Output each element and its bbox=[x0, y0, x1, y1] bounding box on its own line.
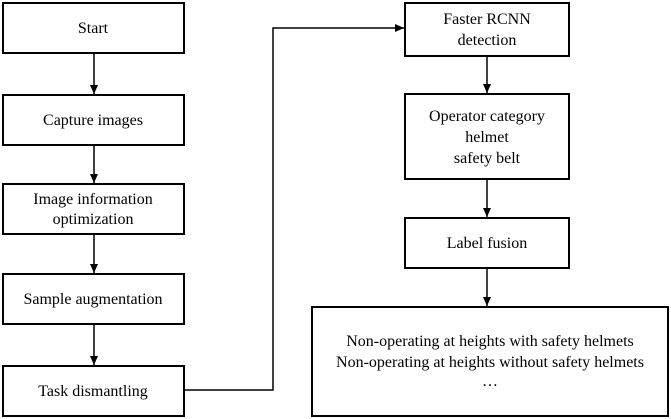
node-image-optimization: Image information optimization bbox=[2, 183, 185, 235]
node-label-fusion: Label fusion bbox=[404, 217, 570, 269]
node-task-dismantling: Task dismantling bbox=[2, 365, 185, 417]
node-faster-rcnn-line-2: detection bbox=[458, 32, 517, 49]
node-capture-images: Capture images bbox=[2, 94, 185, 146]
node-start: Start bbox=[2, 2, 185, 54]
node-start-label: Start bbox=[78, 20, 109, 37]
node-faster-rcnn: Faster RCNN detection bbox=[404, 2, 570, 57]
node-result-line-2: Non-operating at heights without safety … bbox=[336, 354, 644, 371]
node-task-dismantling-label: Task dismantling bbox=[38, 383, 148, 400]
node-result: Non-operating at heights with safety hel… bbox=[311, 306, 669, 417]
node-result-ellipsis: … bbox=[482, 373, 498, 390]
node-faster-rcnn-line-1: Faster RCNN bbox=[443, 11, 531, 28]
node-operator-category-line-2: helmet bbox=[465, 129, 509, 146]
node-operator-category: Operator category helmet safety belt bbox=[404, 93, 570, 180]
node-sample-augmentation-label: Sample augmentation bbox=[23, 291, 162, 308]
node-operator-category-line-1: Operator category bbox=[429, 108, 545, 125]
arrow-dismantling-to-detection bbox=[184, 24, 404, 391]
node-result-line-1: Non-operating at heights with safety hel… bbox=[346, 333, 633, 350]
node-capture-images-label: Capture images bbox=[43, 112, 143, 129]
node-image-optimization-line-1: Image information bbox=[33, 191, 153, 208]
node-sample-augmentation: Sample augmentation bbox=[2, 273, 185, 325]
node-operator-category-line-3: safety belt bbox=[454, 150, 521, 167]
node-image-optimization-line-2: optimization bbox=[53, 211, 134, 228]
node-label-fusion-label: Label fusion bbox=[447, 235, 527, 252]
